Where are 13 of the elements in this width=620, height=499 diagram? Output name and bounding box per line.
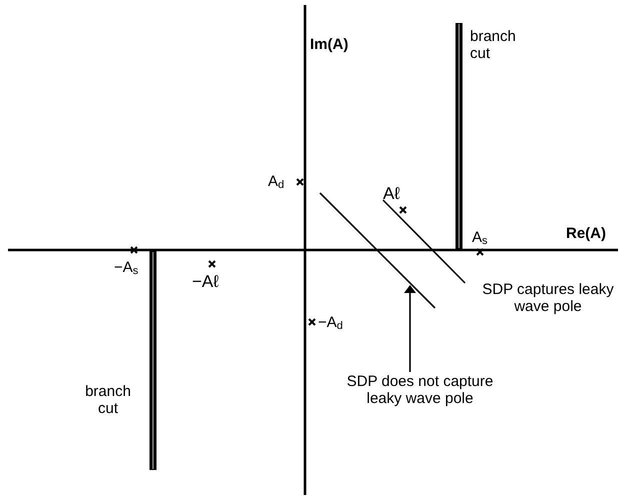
branch-cut-label: branch cut [84,383,132,417]
axis-label: Im(A) [310,36,348,53]
branch-cut-label: branch cut [470,28,517,62]
pole-label: −A$_{d}$ [318,314,343,333]
pole-label: A$_{d}$ [268,173,284,192]
pole-label: −A$_{s}$ [114,259,138,278]
axis-label: Re(A) [566,225,606,242]
leader-arrow [404,285,416,372]
pole-label: −Aℓ [192,273,219,290]
annotation-text: SDP captures leaky wave pole [481,281,615,315]
pole-label: A$_{s}$ [472,229,488,248]
pole-label: Aℓ [383,185,400,202]
annotation-text: SDP does not capture leaky wave pole [340,373,500,407]
